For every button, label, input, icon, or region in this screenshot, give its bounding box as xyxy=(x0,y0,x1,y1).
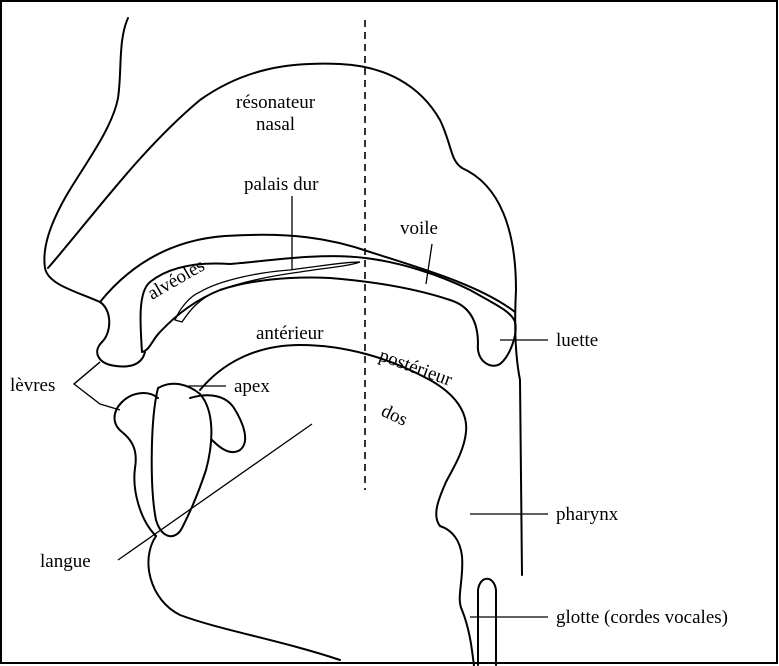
label-glotte: glotte (cordes vocales) xyxy=(556,607,728,628)
label-langue: langue xyxy=(40,551,91,572)
label-palais-dur: palais dur xyxy=(244,174,319,195)
leader-levres xyxy=(74,362,120,410)
label-levres: lèvres xyxy=(10,375,55,396)
glottis xyxy=(478,579,496,665)
leader-levres-upper xyxy=(74,362,100,384)
lower-lip xyxy=(115,402,157,536)
neck-front xyxy=(148,536,340,660)
label-dos: dos xyxy=(378,400,411,430)
tongue-apex xyxy=(190,395,245,452)
label-resonateur: résonateur xyxy=(236,92,316,113)
label-posterieur: postérieur xyxy=(376,345,455,391)
label-alveoles: alvéoles xyxy=(144,255,208,304)
nasal-cavity-outline xyxy=(48,64,522,575)
chin-jaw xyxy=(122,393,158,402)
label-luette: luette xyxy=(556,330,598,351)
leader-voile xyxy=(426,244,432,284)
face-profile xyxy=(44,18,145,366)
label-voile: voile xyxy=(400,218,438,239)
label-nasal: nasal xyxy=(256,114,295,135)
label-apex: apex xyxy=(234,376,270,397)
pharynx-wall xyxy=(440,526,474,666)
tongue-body xyxy=(152,384,212,536)
leader-langue xyxy=(118,424,312,560)
label-anterieur: antérieur xyxy=(256,323,324,344)
label-pharynx: pharynx xyxy=(556,504,619,525)
